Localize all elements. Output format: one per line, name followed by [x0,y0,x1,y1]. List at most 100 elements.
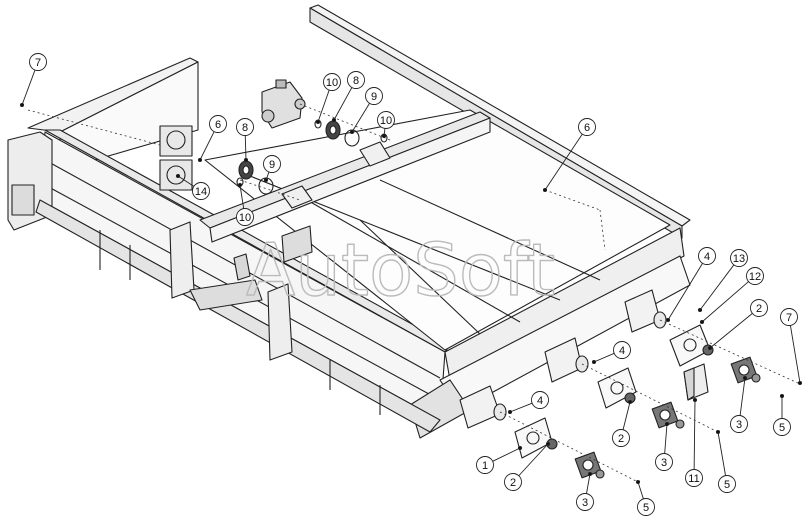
callout-9: 9 [263,155,281,183]
callout-3: 3 [730,375,748,433]
callout-number: 5 [643,502,649,514]
callout-3: 3 [655,421,673,471]
callout-leader [518,443,549,477]
callout-number: 11 [688,473,699,485]
gearbox [261,79,306,129]
callout-13: 13 [697,249,748,313]
callout-leader-dot [331,117,337,123]
callout-leader [177,175,195,187]
callout-10: 10 [315,73,341,125]
callout-3: 3 [576,471,594,511]
callout-leader [544,133,583,191]
callout-12: 12 [699,267,764,325]
callout-leader-dot [779,393,785,399]
callout-8: 8 [331,71,365,123]
callout-circle [263,155,281,173]
callout-leader [709,313,753,349]
callout-leader [717,431,726,476]
callout-leader-dot [263,177,269,183]
callout-2: 2 [504,441,551,491]
callout-leader-dot [542,187,548,193]
callout-8: 8 [236,118,254,163]
callout-leader-dot [665,317,671,323]
callout-circle [746,267,764,285]
assembly-lines [27,103,801,483]
callout-number: 4 [704,251,710,263]
watermark-text: AutoSoft [246,228,555,312]
callout-number: 1 [482,460,488,472]
callout-2: 2 [707,299,768,351]
callout-circle [323,73,341,91]
callout-leader [693,399,696,470]
callout-circle [504,473,522,491]
callout-leader-dot [19,102,25,108]
callout-number: 10 [380,115,392,127]
callout-circle [750,299,768,317]
callout-number: 3 [661,457,667,469]
callout-circle [209,115,227,133]
callout-10: 10 [236,182,254,226]
callout-leader [789,325,801,384]
callout-leader-dot [315,119,321,125]
callout-leader-dot [627,399,633,405]
callout-circle [29,53,47,71]
callout-circle [730,249,748,267]
callout-circle [698,247,716,265]
callout-leader-dot [349,129,355,135]
callout-leader [667,263,703,321]
callout-leader [664,423,668,454]
callout-leader [244,135,247,161]
callout-number: 10 [326,77,338,89]
shafts [459,289,667,429]
callout-circle [578,118,596,136]
callout-leader [492,447,521,462]
callout-number: 4 [619,345,625,357]
callout-circle [377,111,395,129]
callout-leader-dot [707,345,713,351]
callout-leader [637,481,644,500]
callout-number: 5 [724,479,730,491]
callout-leader-dot [635,479,641,485]
callout-leader [586,473,591,494]
callout-2: 2 [612,399,633,447]
callout-leader [699,264,735,311]
callout-number: 12 [749,271,761,283]
callout-number: 6 [215,119,221,131]
callout-4: 4 [507,391,549,415]
callout-leader-dot [715,429,721,435]
callout-5: 5 [715,429,736,493]
callout-leader-dot [197,157,203,163]
callout-11: 11 [685,397,703,487]
callout-leader-dot [175,173,181,179]
callout-number: 9 [371,91,377,103]
callout-leader [509,402,533,413]
callout-circle [476,456,494,474]
callout-leader [351,103,370,133]
callout-6: 6 [197,115,227,163]
callout-leader-dot [692,397,698,403]
callout-leader-dot [517,445,523,451]
callout-number: 13 [733,253,745,265]
callout-leader [199,131,215,161]
callout-leader-dot [797,380,803,386]
callout-number: 3 [582,497,588,509]
callout-leader-dot [381,133,387,139]
callout-circle [655,453,673,471]
callout-circle [612,429,630,447]
callout-number: 5 [779,422,785,434]
callout-4: 4 [591,341,631,365]
callout-circle [365,87,383,105]
callout-leader [21,69,36,106]
callout-leader-dot [699,319,705,325]
callout-4: 4 [665,247,716,323]
callout-number: 2 [618,433,624,445]
callout-6: 6 [542,118,596,193]
callout-leader-dot [591,359,597,365]
callout-leader [333,87,353,121]
callout-circle [192,182,210,200]
bracket-part [683,363,709,401]
callout-number: 2 [756,303,762,315]
callout-circle [236,118,254,136]
